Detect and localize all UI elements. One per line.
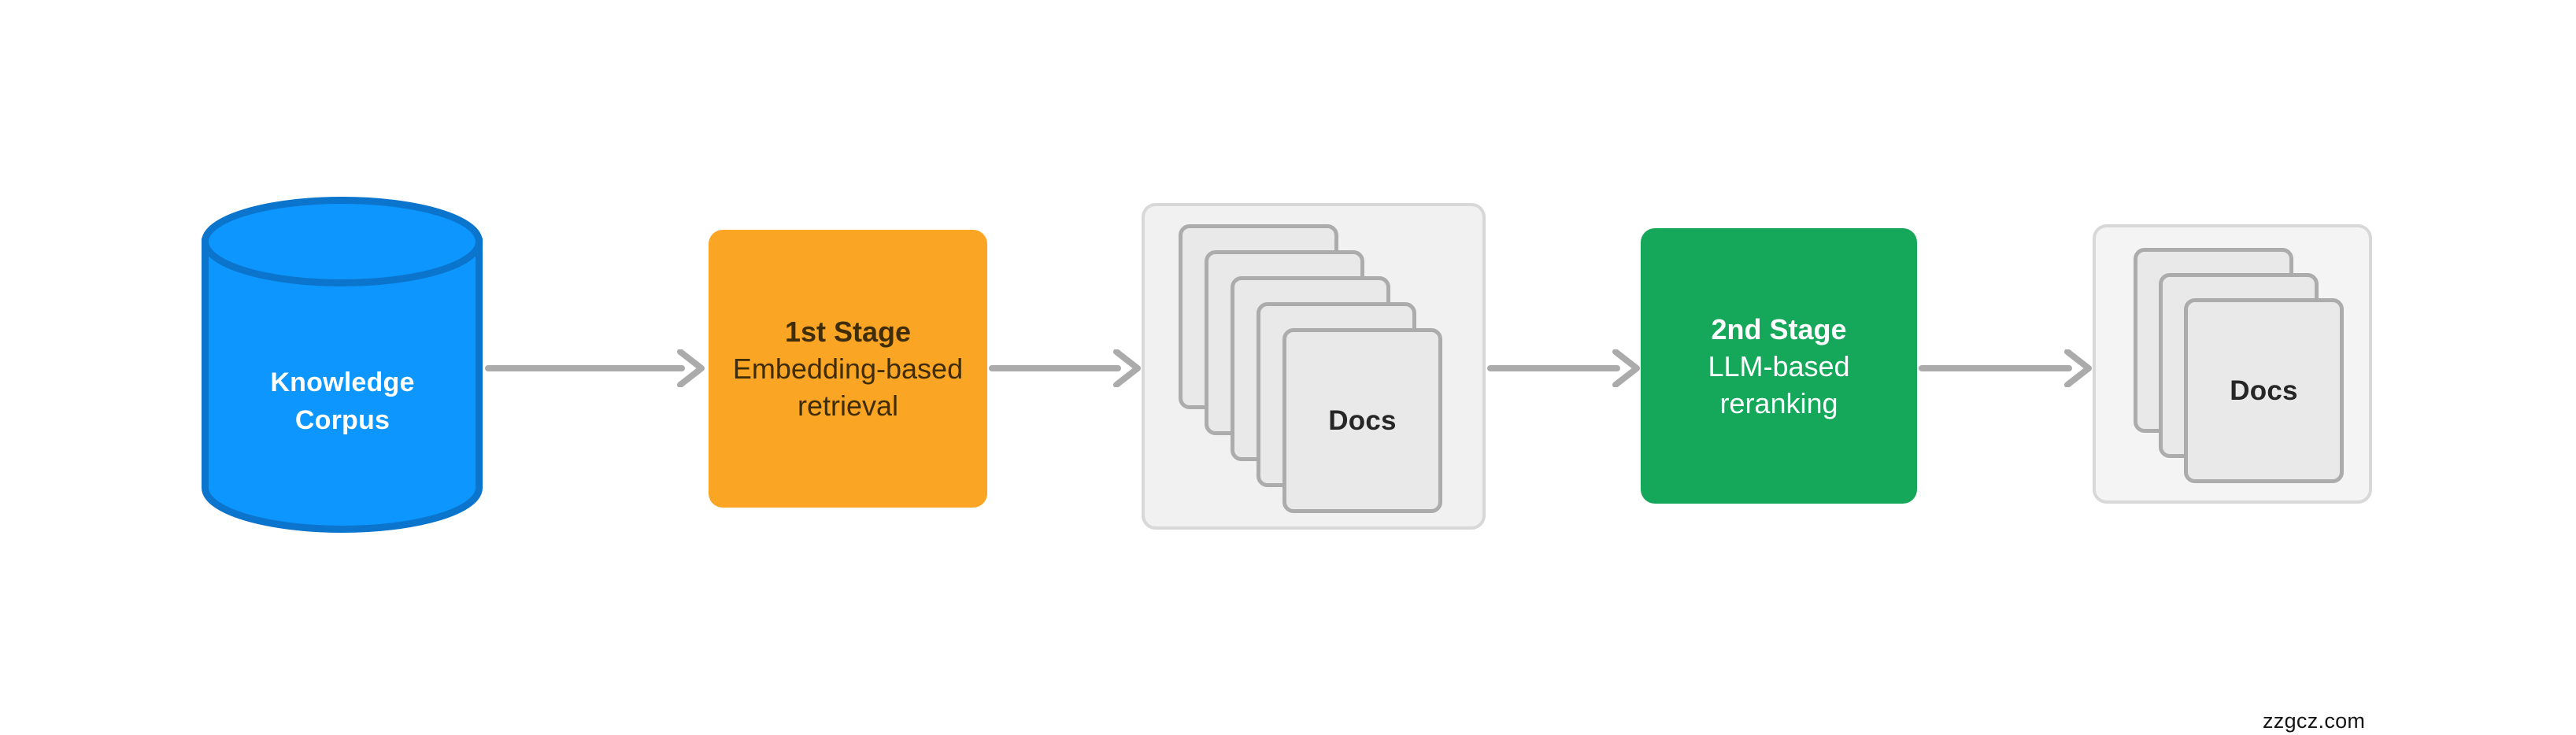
database-cylinder-icon [202, 197, 483, 533]
flow-arrow-docs1-to-stage2 [1487, 349, 1640, 387]
stage1-title: 1st Stage [784, 316, 912, 348]
stage2-box: 2nd Stage LLM-based reranking [1641, 228, 1917, 504]
flow-arrow-stage1-to-docs1 [989, 349, 1141, 387]
flow-arrow-stage2-to-docs2 [1919, 349, 2092, 387]
stage1-box: 1st Stage Embedding-based retrieval [709, 230, 987, 508]
docs-stack-2: Docs [2093, 224, 2372, 504]
knowledge-corpus-label: Knowledge Corpus [270, 368, 415, 435]
doc-card-front: Docs [1282, 328, 1442, 513]
stage2-title: 2nd Stage [1711, 312, 1847, 345]
stage1-subtitle: Embedding-based retrieval [732, 353, 964, 422]
docs-stack-1-label: Docs [1328, 404, 1397, 436]
docs-stack-2-label: Docs [2230, 375, 2298, 406]
watermark: zzgcz.com [2263, 709, 2366, 733]
knowledge-corpus-node: Knowledge Corpus [202, 197, 483, 533]
doc-card-front: Docs [2184, 298, 2344, 483]
flow-arrow-corpus-to-stage1 [485, 349, 705, 387]
docs-stack-1: Docs [1142, 203, 1486, 530]
stage2-subtitle: LLM-based reranking [1708, 349, 1850, 419]
